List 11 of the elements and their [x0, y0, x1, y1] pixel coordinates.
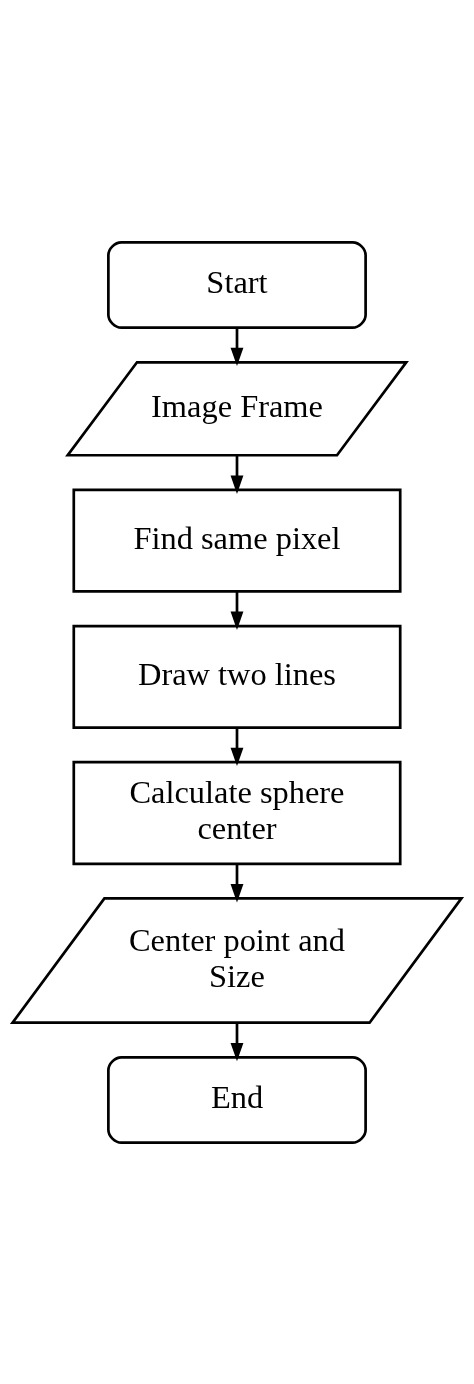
arrow [230, 1022, 244, 1061]
node-box: Draw two lines [72, 624, 402, 729]
node-box: Start [107, 240, 367, 329]
arrow [230, 591, 244, 630]
node-box: End [107, 1055, 367, 1144]
arrow [230, 455, 244, 494]
node-box: Calculate sphere center [72, 760, 402, 865]
arrow [230, 727, 244, 766]
arrow [230, 327, 244, 366]
node-box: Find same pixel [72, 488, 402, 593]
arrow [230, 863, 244, 902]
